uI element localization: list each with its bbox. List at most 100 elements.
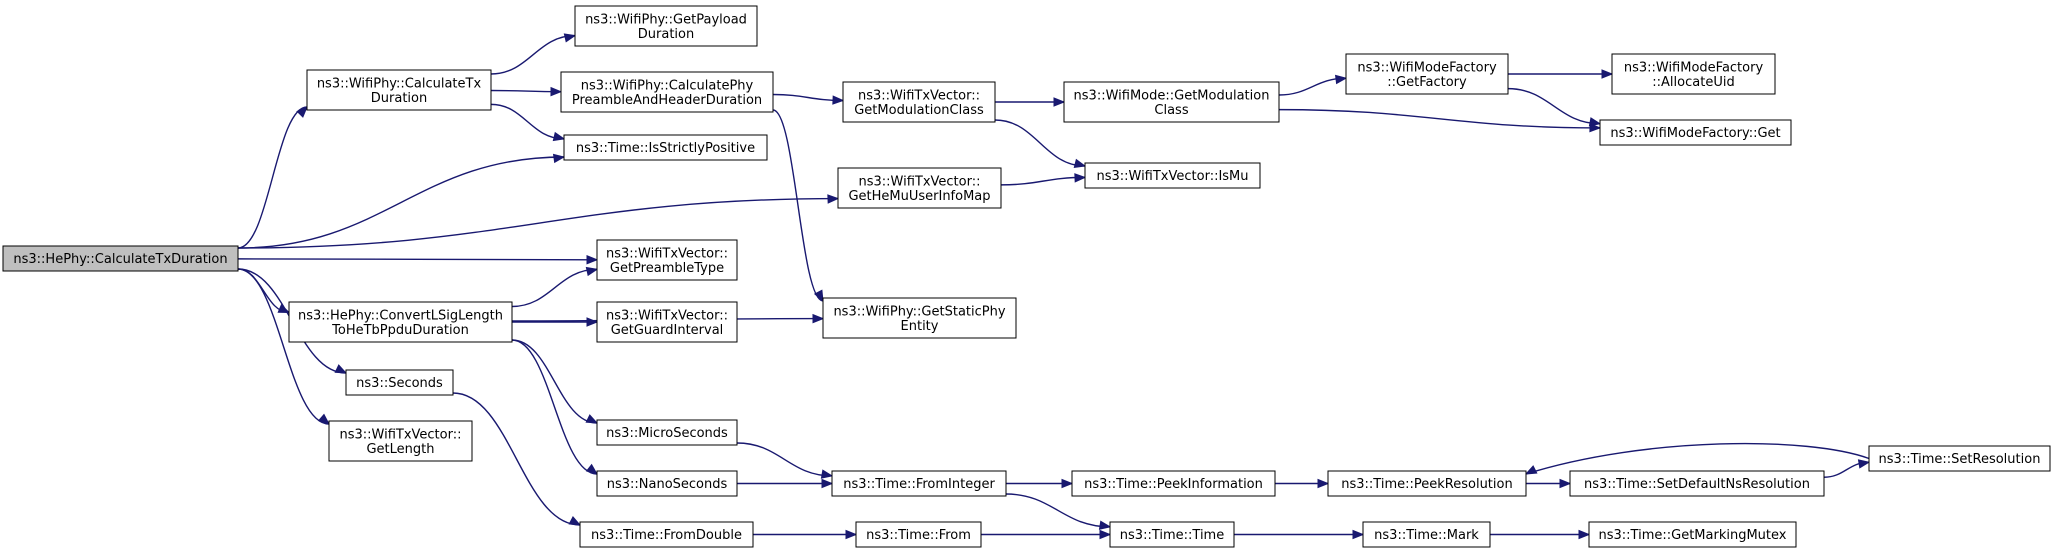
node-box (1109, 521, 1235, 548)
node-n9[interactable]: ns3::WifiModeFactory::Get (1599, 119, 1792, 146)
node-label: ns3::Time::GetMarkingMutex (1599, 528, 1787, 543)
node-n7[interactable]: ns3::WifiModeFactory::GetFactory (1345, 53, 1509, 95)
edge-n0-n13 (237, 268, 291, 314)
node-label: ns3::WifiPhy::GetStaticPhy (833, 304, 1005, 319)
node-n27[interactable]: ns3::Time::Time (1109, 521, 1235, 548)
node-box (2, 245, 239, 272)
edge-n10-n11 (1000, 173, 1087, 186)
node-n20[interactable]: ns3::Time::FromInteger (831, 470, 1007, 497)
node-n0[interactable]: ns3::HePhy::CalculateTxDuration (2, 245, 239, 272)
node-label: ns3::WifiPhy::CalculateTx (317, 76, 482, 91)
node-box (1063, 81, 1280, 123)
node-label: ns3::HePhy::ConvertLSigLength (298, 308, 503, 323)
node-label: ::AllocateUid (1652, 75, 1734, 90)
arrow-head (568, 515, 582, 526)
arrow-head (586, 317, 599, 327)
node-n19[interactable]: ns3::NanoSeconds (596, 470, 738, 497)
node-label: ns3::Time::Time (1120, 528, 1224, 543)
arrow-head (1352, 529, 1365, 540)
edge-n25-n26 (753, 529, 858, 540)
node-box (1611, 53, 1776, 95)
node-label: ns3::Time::Mark (1374, 528, 1479, 543)
arrow-head (1099, 529, 1112, 540)
edge-line (237, 258, 598, 261)
arrow-head (832, 95, 845, 105)
node-n5[interactable]: ns3::WifiTxVector::GetModulationClass (842, 81, 996, 123)
arrow-head (563, 33, 577, 43)
node-n16[interactable]: ns3::Seconds (345, 369, 454, 396)
edge-line (1000, 176, 1086, 186)
node-n11[interactable]: ns3::WifiTxVector::IsMu (1084, 162, 1261, 189)
node-n3[interactable]: ns3::WifiPhy::CalculatePhyPreambleAndHea… (560, 71, 774, 113)
node-n25[interactable]: ns3::Time::FromDouble (579, 521, 754, 548)
node-box (1084, 162, 1261, 189)
node-label: ns3::NanoSeconds (607, 477, 728, 492)
node-n18[interactable]: ns3::MicroSeconds (596, 419, 738, 446)
edge-n19-n20 (737, 478, 834, 489)
arrow-head (1524, 465, 1538, 475)
arrow-head (585, 266, 599, 277)
edge-line (511, 339, 598, 475)
node-box (831, 470, 1007, 497)
node-box (596, 419, 738, 446)
node-box (563, 134, 768, 161)
node-n28[interactable]: ns3::Time::Mark (1362, 521, 1491, 548)
edge-n20-n27 (1005, 493, 1112, 530)
edge-n0-n10 (237, 194, 840, 249)
arrow-head (845, 529, 858, 540)
arrow-head (1578, 529, 1591, 540)
arrow-head (1074, 173, 1087, 183)
edge-n26-n27 (981, 529, 1112, 540)
arrow-head (821, 478, 834, 489)
edge-n27-n28 (1234, 529, 1365, 540)
node-n8[interactable]: ns3::WifiModeFactory::AllocateUid (1611, 53, 1776, 95)
edge-line (1278, 108, 1601, 129)
edge-n28-n29 (1490, 529, 1591, 540)
edge-n13-n18 (511, 339, 599, 424)
edge-n5-n11 (994, 119, 1087, 168)
node-box (1345, 53, 1509, 95)
node-label: Duration (371, 91, 427, 106)
node-n23[interactable]: ns3::Time::SetDefaultNsResolution (1569, 470, 1825, 497)
arrow-head (827, 194, 840, 204)
node-box (579, 521, 754, 548)
node-label: ns3::WifiModeFactory (1624, 60, 1764, 75)
edge-n13-n12 (511, 266, 599, 308)
node-label: ns3::Time::PeekResolution (1341, 477, 1512, 492)
node-n21[interactable]: ns3::Time::PeekInformation (1071, 470, 1276, 497)
node-label: ns3::WifiTxVector:: (858, 174, 980, 189)
node-label: ns3::WifiModeFactory::Get (1610, 126, 1780, 141)
edge-n24-n22 (1524, 442, 1870, 475)
edge-line (237, 268, 330, 425)
node-n12[interactable]: ns3::WifiTxVector::GetPreambleType (596, 239, 738, 281)
node-n22[interactable]: ns3::Time::PeekResolution (1327, 470, 1527, 497)
node-n13[interactable]: ns3::HePhy::ConvertLSigLengthToHeTbPpduD… (288, 301, 513, 343)
node-n14[interactable]: ns3::WifiTxVector::GetGuardInterval (596, 301, 738, 343)
node-label: ns3::WifiModeFactory (1357, 60, 1497, 75)
arrow-head (317, 413, 331, 425)
arrow-head (1559, 478, 1572, 489)
node-n24[interactable]: ns3::Time::SetResolution (1868, 445, 2051, 472)
node-n29[interactable]: ns3::Time::GetMarkingMutex (1588, 521, 1797, 548)
edge-line (511, 268, 598, 308)
edge-n0-n1 (237, 106, 308, 249)
node-box (596, 239, 738, 281)
node-n17[interactable]: ns3::WifiTxVector::GetLength (328, 420, 473, 462)
node-n6[interactable]: ns3::WifiMode::GetModulationClass (1063, 81, 1280, 123)
arrow-head (1334, 74, 1348, 85)
arrow-head (812, 313, 825, 324)
arrow-head (820, 469, 834, 479)
node-n26[interactable]: ns3::Time::From (855, 521, 982, 548)
node-n10[interactable]: ns3::WifiTxVector::GetHeMuUserInfoMap (837, 167, 1002, 209)
nodes-layer: ns3::HePhy::CalculateTxDurationns3::Wifi… (2, 5, 2051, 548)
node-n4[interactable]: ns3::Time::IsStrictlyPositive (563, 134, 768, 161)
edge-line (511, 339, 598, 424)
arrow-head (813, 289, 824, 303)
edge-n7-n9 (1507, 87, 1602, 127)
node-label: ns3::Time::From (866, 528, 971, 543)
node-n1[interactable]: ns3::WifiPhy::CalculateTxDuration (306, 69, 492, 111)
node-box (345, 369, 454, 396)
